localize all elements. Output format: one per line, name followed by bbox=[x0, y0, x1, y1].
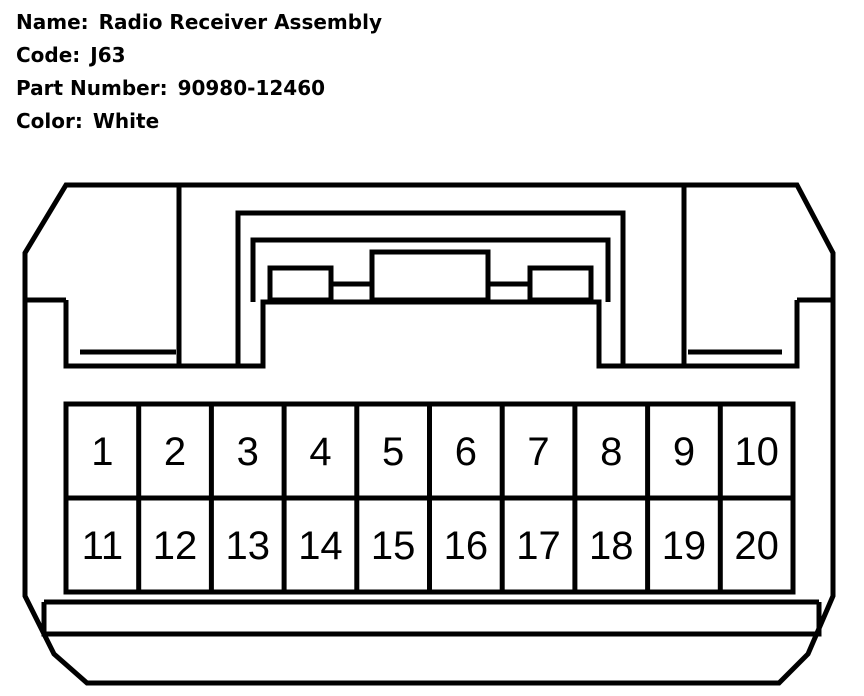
pin-19-label: 19 bbox=[662, 524, 707, 568]
pin-11-label: 11 bbox=[82, 524, 124, 568]
part-number-label: Part Number: bbox=[16, 76, 168, 100]
connector-info: Name: Radio Receiver Assembly Code: J63 Pa… bbox=[16, 6, 382, 138]
pin-8-label: 8 bbox=[600, 430, 622, 474]
pin-20-label: 20 bbox=[734, 524, 779, 568]
bottom-rail bbox=[41, 602, 822, 637]
pin-15-label: 15 bbox=[371, 524, 416, 568]
pin-9-label: 9 bbox=[673, 430, 695, 474]
code-label: Code: bbox=[16, 43, 81, 67]
pin-1-label: 1 bbox=[91, 430, 113, 474]
lock-nub-left bbox=[267, 265, 334, 303]
pin-2-label: 2 bbox=[164, 430, 186, 474]
name-label: Name: bbox=[16, 10, 89, 34]
pin-13-label: 13 bbox=[226, 524, 271, 568]
pin-18-label: 18 bbox=[589, 524, 634, 568]
lock-nub-right bbox=[527, 265, 594, 303]
part-number-row: Part Number: 90980-12460 bbox=[16, 72, 382, 105]
pin-7-label: 7 bbox=[527, 430, 549, 474]
color-label: Color: bbox=[16, 109, 83, 133]
lock-tab-outer bbox=[235, 210, 626, 366]
name-row: Name: Radio Receiver Assembly bbox=[16, 6, 382, 39]
connector-name: Radio Receiver Assembly bbox=[98, 10, 382, 34]
pin-16-label: 16 bbox=[444, 524, 489, 568]
pin-6-label: 6 bbox=[455, 430, 477, 474]
connector-housing-outline bbox=[22, 182, 836, 686]
pin-5-label: 5 bbox=[382, 430, 404, 474]
lock-tab-inner bbox=[250, 237, 611, 302]
pin-3-label: 3 bbox=[237, 430, 259, 474]
pin-14-label: 14 bbox=[298, 524, 343, 568]
pin-17-label: 17 bbox=[516, 524, 561, 568]
right-slot bbox=[684, 300, 800, 369]
part-number: 90980-12460 bbox=[177, 76, 326, 100]
left-slot bbox=[63, 300, 179, 369]
pin-4-label: 4 bbox=[309, 430, 331, 474]
pin-10-label: 10 bbox=[734, 430, 779, 474]
connector-code: J63 bbox=[90, 43, 126, 67]
lock-nub-center bbox=[369, 249, 491, 303]
color-row: Color: White bbox=[16, 105, 382, 138]
pin-12-label: 12 bbox=[153, 524, 198, 568]
code-row: Code: J63 bbox=[16, 39, 382, 72]
connector-color: White bbox=[92, 109, 160, 133]
